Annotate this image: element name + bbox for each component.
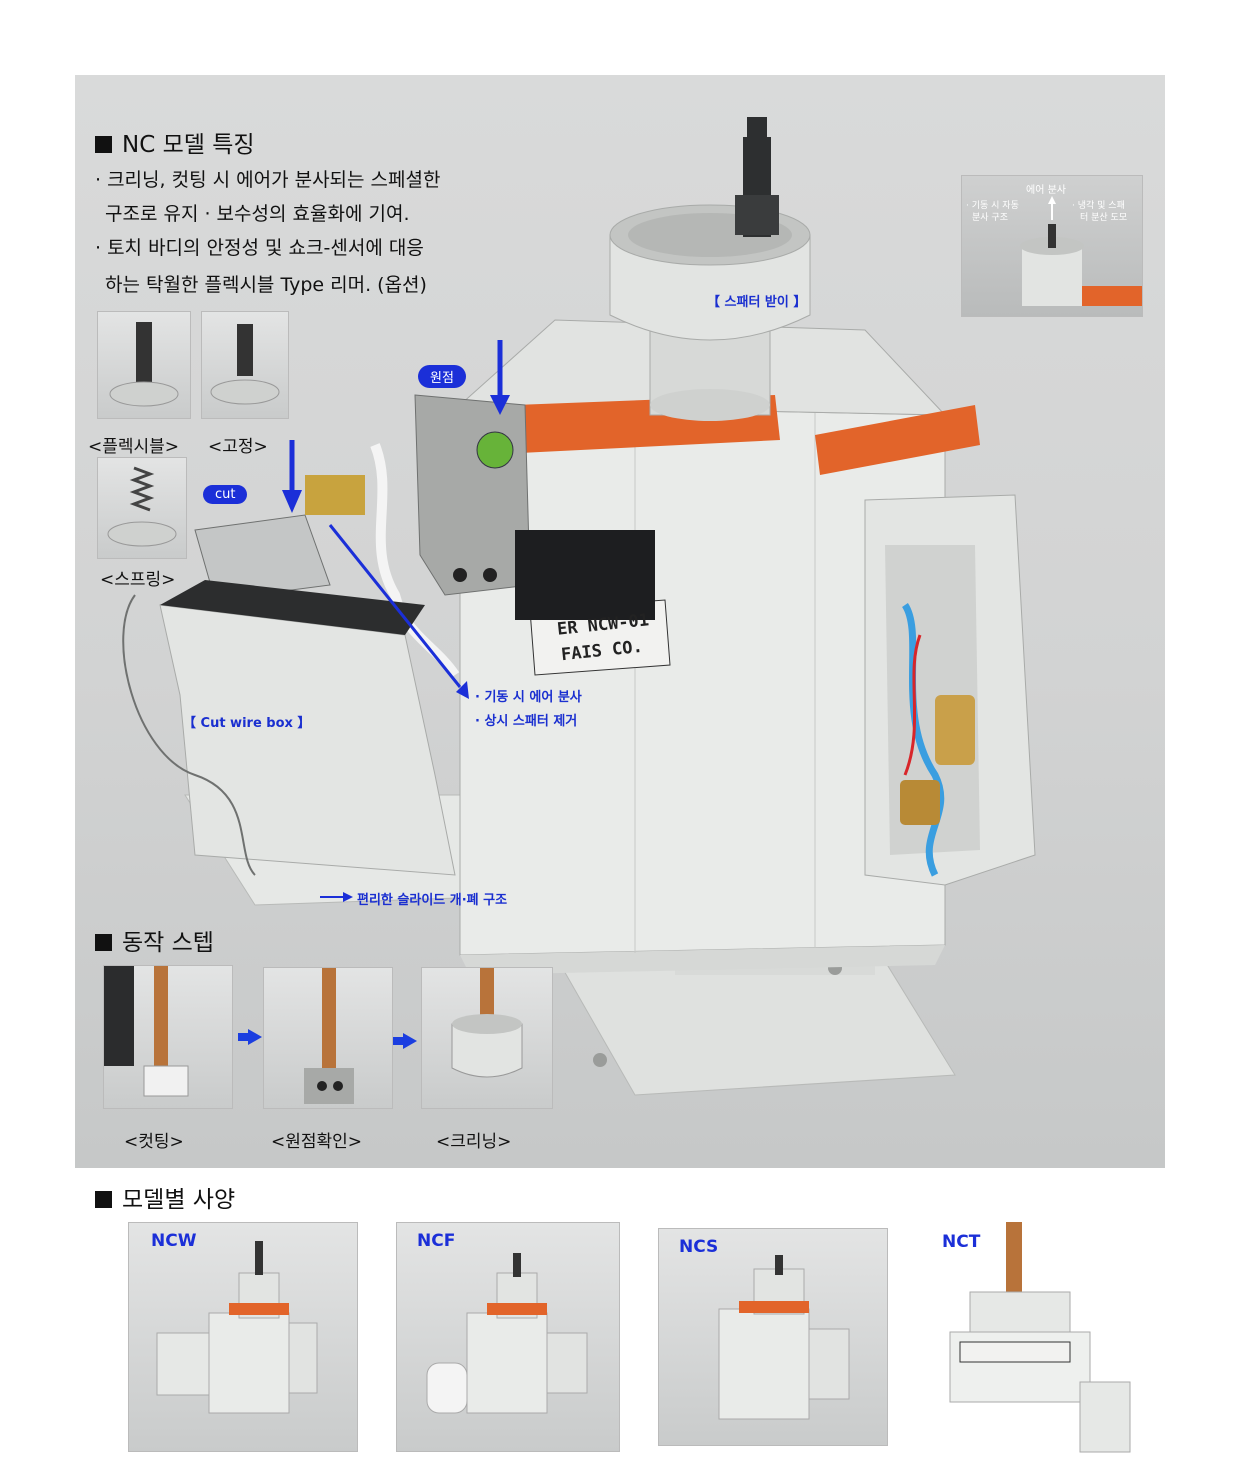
inset-air-spray-title: 에어 분사: [1026, 185, 1066, 196]
model-ncw-photo: NCW: [128, 1222, 358, 1452]
inset-left-line-2: 분사 구조: [972, 213, 1008, 223]
model-nct-label: NCT: [942, 1232, 981, 1252]
origin-pill-label: 원점: [418, 365, 466, 388]
air-spray-label-1: · 기동 시 에어 분사: [475, 690, 582, 705]
reamer-machine-illustration: [122, 117, 1036, 1096]
steps-heading: 동작 스텝: [95, 923, 214, 957]
feature-line: 구조로 유지 · 보수성의 효율화에 기여.: [105, 203, 410, 225]
cut-wire-box-label: 【 Cut wire box 】: [183, 716, 311, 731]
step-arrow-icon: [393, 1033, 417, 1049]
models-heading: 모델별 사양: [95, 1180, 235, 1214]
step-arrow-icon: [238, 1029, 262, 1045]
inset-left-line-1: · 기동 시 자동: [966, 201, 1019, 211]
feature-line: · 크리닝, 컷팅 시 에어가 분사되는 스페셜한: [95, 169, 441, 191]
model-ncw-label: NCW: [151, 1231, 197, 1251]
reamer-fixed-caption: <고정>: [208, 437, 268, 457]
features-heading: NC 모델 특징: [95, 125, 255, 159]
reamer-flexible-caption: <플렉시블>: [88, 437, 180, 457]
feature-line: 하는 탁월한 플렉시블 Type 리머. (옵션): [105, 274, 427, 296]
model-nct-photo: NCT: [920, 1222, 1160, 1462]
reamer-spring-photo: [97, 457, 187, 559]
step-cutting-caption: <컷팅>: [124, 1132, 184, 1152]
inset-right-line-1: · 냉각 및 스패: [1072, 201, 1125, 211]
model-ncs-photo: NCS: [658, 1228, 888, 1446]
reamer-flexible-photo: [97, 311, 191, 419]
model-ncf-label: NCF: [417, 1231, 456, 1251]
reamer-fixed-photo: [201, 311, 289, 419]
air-spray-label-2: · 상시 스패터 제거: [475, 714, 578, 729]
reamer-spring-caption: <스프링>: [100, 570, 176, 590]
step-origin-caption: <원점확인>: [271, 1132, 363, 1152]
main-product-photo: NC 모델 특징 · 크리닝, 컷팅 시 에어가 분사되는 스페셜한 구조로 유…: [75, 75, 1165, 1168]
cut-pill-label: cut: [203, 485, 248, 504]
feature-line: · 토치 바디의 안정성 및 쇼크-센서에 대응: [95, 237, 424, 259]
inset-right-line-2: 터 분산 도모: [1080, 213, 1128, 223]
step-cleaning-photo: [421, 967, 553, 1109]
step-cleaning-caption: <크리닝>: [436, 1132, 512, 1152]
step-origin-photo: [263, 967, 393, 1109]
model-ncs-label: NCS: [679, 1237, 719, 1257]
step-cutting-photo: [103, 965, 233, 1109]
spatter-receiver-label: 【 스패터 받이 】: [707, 295, 807, 310]
slide-structure-label: 편리한 슬라이드 개·폐 구조: [357, 893, 508, 908]
air-spray-inset-photo: 에어 분사 · 기동 시 자동 분사 구조 · 냉각 및 스패 터 분산 도모: [961, 175, 1143, 317]
model-ncf-photo: NCF: [396, 1222, 620, 1452]
